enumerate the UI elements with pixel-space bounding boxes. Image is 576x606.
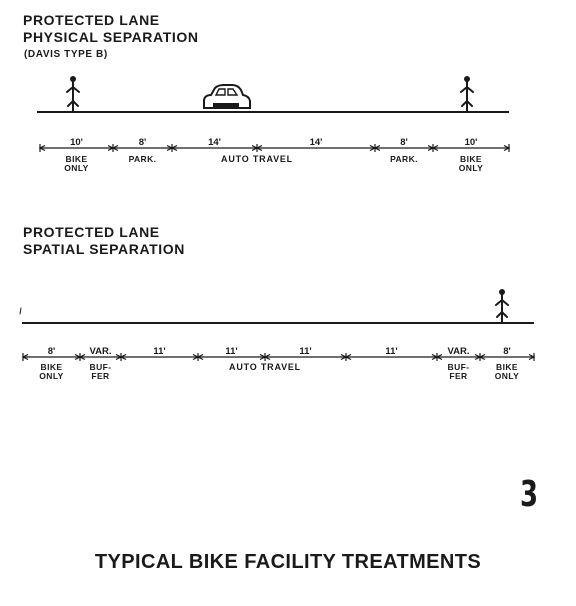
lane-label: ONLY <box>459 163 483 173</box>
lane-width-label: 10' <box>465 137 478 148</box>
lane-width-label: 10' <box>70 137 83 148</box>
auto-travel-label: AUTO TRAVEL <box>229 362 301 372</box>
figure-caption: TYPICAL BIKE FACILITY TREATMENTS <box>94 551 482 573</box>
lane-width-label: 11' <box>153 346 165 357</box>
section1-title-line2: PHYSICAL SEPARATION <box>23 29 199 45</box>
section2-dimension-row: 8' VAR. 11' 11' 11' 11' VAR. 8' <box>21 346 536 361</box>
lane-label: ONLY <box>64 163 88 173</box>
lane-width-label: 14' <box>310 137 323 148</box>
lane-label: ONLY <box>39 371 63 381</box>
section1-dimension-row: 10' 8' 14' 14' 8' 10' <box>38 137 511 152</box>
lane-width-label: 8' <box>503 346 511 357</box>
dimension-arrows <box>478 353 536 361</box>
cyclist-left-icon <box>66 76 80 113</box>
section2-street-cross-section: 8'VAR.11'11'11'11'VAR.8' BIKEONLYBUF-FER… <box>19 289 536 381</box>
lane-label: PARK. <box>129 154 157 164</box>
cyclist-right-icon <box>495 289 509 324</box>
section1-symbols <box>66 76 474 113</box>
lane-width-label: 8' <box>139 137 147 148</box>
section1-title-line1: PROTECTED LANE <box>23 12 160 28</box>
lane-width-label: 11' <box>225 346 237 357</box>
lane-label: FER <box>449 371 467 381</box>
lane-label: BUF- <box>448 362 470 372</box>
lane-width-label: 14' <box>208 137 221 148</box>
lane-label: BIKE <box>460 154 482 164</box>
lane-label: BUF- <box>90 362 112 372</box>
lane-label: ONLY <box>495 371 519 381</box>
lane-width-label: 8' <box>400 137 408 148</box>
lane-width-label: 11' <box>385 346 397 357</box>
car-icon <box>203 84 251 109</box>
lane-width-label: VAR. <box>448 346 470 357</box>
lane-label: BIKE <box>496 362 518 372</box>
lane-label: PARK. <box>390 154 418 164</box>
section2-symbols <box>19 289 509 324</box>
auto-travel-label: AUTO TRAVEL <box>221 154 293 164</box>
figure-number: 3 <box>519 474 538 515</box>
section2-title-line2: SPATIAL SEPARATION <box>23 241 185 257</box>
lane-width-label: VAR. <box>90 346 112 357</box>
section1-street-cross-section: 10'8'14'14'8'10' BIKEONLYPARK.PARK.BIKEO… <box>37 76 511 173</box>
lane-label: FER <box>91 371 109 381</box>
ground-mark <box>19 307 22 315</box>
cyclist-right-icon <box>460 76 474 113</box>
dimension-arrows <box>431 144 511 152</box>
lane-label: BIKE <box>66 154 88 164</box>
lane-width-label: 8' <box>48 346 56 357</box>
lane-width-label: 11' <box>299 346 311 357</box>
section1-subtitle: (DAVIS TYPE B) <box>24 49 108 60</box>
lane-label: BIKE <box>41 362 63 372</box>
section2-title-line1: PROTECTED LANE <box>23 224 160 240</box>
